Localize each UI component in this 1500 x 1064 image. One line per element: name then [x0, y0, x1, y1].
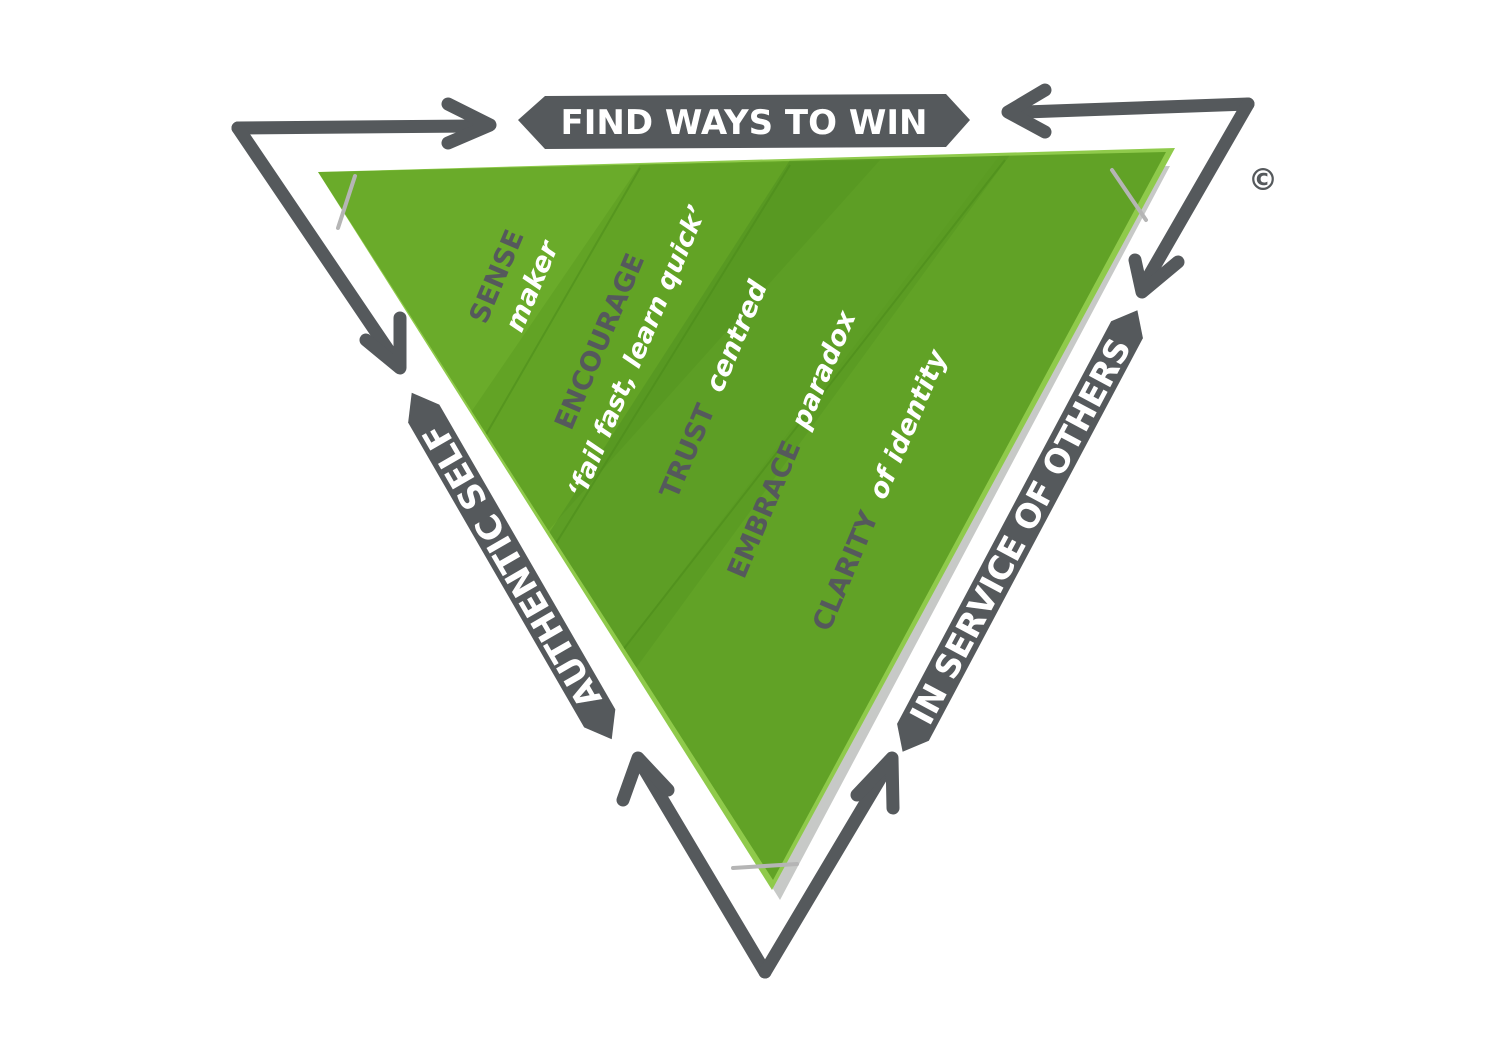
banner-top: FIND WAYS TO WIN: [518, 94, 970, 149]
arrow-right-down: [1135, 97, 1255, 295]
pin-top-right: [1110, 168, 1148, 222]
pin-top-left: [336, 174, 357, 230]
cycle-arrows: [231, 83, 1255, 979]
stripe-crease-3: [614, 159, 1006, 661]
stripe-shade-3: [615, 152, 1166, 880]
arrow-top-right-head: [1001, 83, 1052, 139]
arrow-top-left-head: [441, 97, 497, 150]
arrow-bottom-left: [633, 755, 772, 979]
arrow-bottom-right-head: [850, 751, 900, 815]
arrow-bottom-left-head: [616, 751, 675, 807]
green-triangle: [318, 152, 1166, 880]
arrow-top-right: [1018, 97, 1255, 119]
arrow-left-down: [231, 121, 402, 367]
arrow-right-down-head: [1128, 253, 1185, 299]
copyright-mark: ©: [1248, 163, 1278, 198]
arrow-top-left: [231, 119, 482, 135]
stripe-crease-1: [479, 167, 641, 446]
stripe-shade-2: [480, 155, 1010, 690]
banner-top-label: FIND WAYS TO WIN: [561, 103, 928, 143]
arrow-left-down-head: [359, 311, 407, 375]
pin-bottom: [731, 862, 799, 870]
stripe-crease-2: [554, 164, 791, 546]
arrow-bottom-right: [758, 755, 897, 979]
pins: [336, 168, 1148, 870]
